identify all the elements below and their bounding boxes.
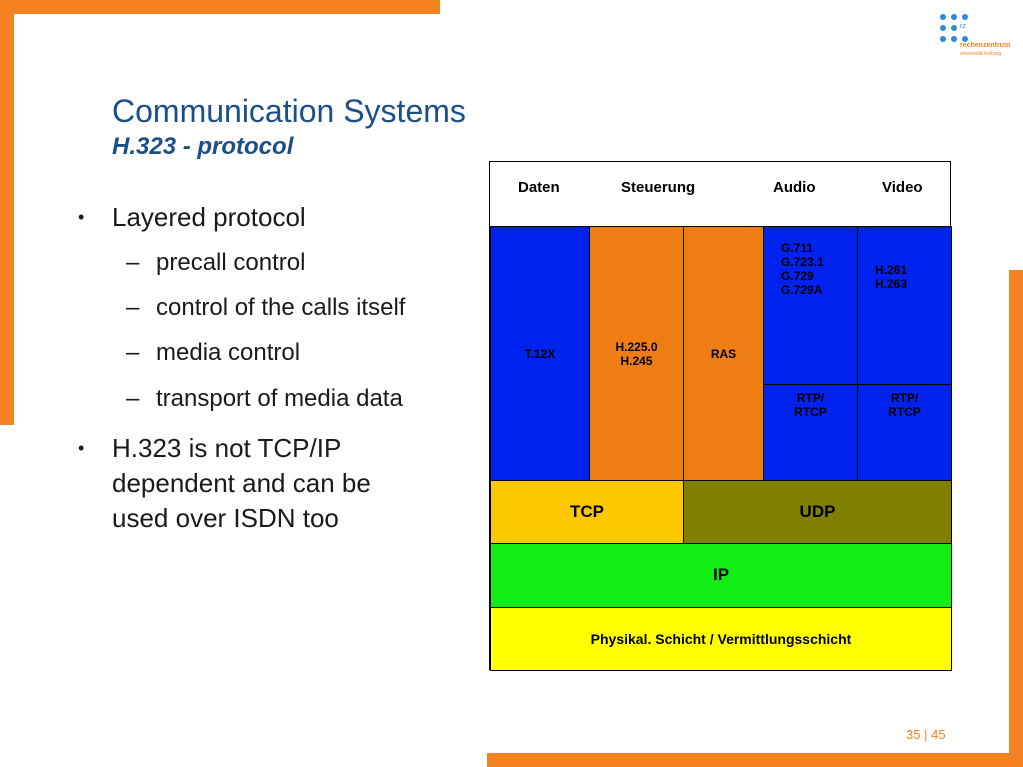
bullet-dot-icon: • — [78, 438, 85, 458]
cell-ras: RAS — [683, 226, 764, 481]
physical-label: Physikal. Schicht / Vermittlungsschicht — [590, 631, 852, 647]
bullet-text: Layered protocol — [112, 202, 306, 232]
slide-subtitle: H.323 - protocol — [112, 133, 294, 160]
logo-tag: rz — [960, 23, 966, 30]
rtp-line: RTP/ — [890, 391, 919, 405]
video-codec: H.261 — [875, 263, 908, 277]
rechenzentrum-logo: rz rechenzentrum universität freiburg — [940, 14, 1010, 62]
cell-rtp-audio: RTP/ RTCP — [763, 384, 858, 481]
cell-tcp: TCP — [490, 480, 684, 544]
page-number: 35 | 45 — [906, 727, 946, 742]
cell-ras-label: RAS — [710, 346, 737, 361]
slide-title: Communication Systems — [112, 93, 466, 129]
bottom-frame-bar — [487, 753, 1023, 767]
cell-rtp-video: RTP/ RTCP — [857, 384, 952, 481]
sub-bullet-text: control of the calls itself — [156, 294, 406, 321]
protocol-stack-diagram: Daten Steuerung Audio Video T.12X H.225.… — [489, 161, 952, 671]
dash-icon: – — [126, 339, 140, 366]
logo-name: rechenzentrum — [960, 42, 1011, 49]
header-audio: Audio — [773, 179, 816, 196]
page-total: 45 — [931, 727, 946, 742]
cell-t12x-label: T.12X — [524, 346, 556, 361]
sub-bullet-text: media control — [156, 339, 301, 366]
ip-label: IP — [712, 565, 730, 584]
page-current: 35 — [906, 727, 921, 742]
dot-grid-icon — [940, 14, 970, 44]
audio-codec: G.711 — [781, 241, 814, 255]
cell-udp: UDP — [683, 480, 952, 544]
header-daten: Daten — [518, 179, 560, 196]
top-frame-bar — [0, 0, 440, 14]
cell-video-codecs: H.261 H.263 — [857, 226, 952, 385]
cell-ip: IP — [490, 543, 952, 608]
header-steuerung: Steuerung — [621, 179, 696, 196]
cell-h245-line: H.245 — [620, 353, 653, 368]
bullet-text-line: H.323 is not TCP/IP — [112, 433, 342, 463]
header-video: Video — [882, 179, 923, 196]
video-codec: H.263 — [875, 277, 908, 291]
bullet-list: • Layered protocol – precall control – c… — [0, 0, 480, 767]
dash-icon: – — [126, 249, 140, 276]
rtp-line: RTP/ — [796, 391, 825, 405]
cell-audio-codecs: G.711 G.723.1 G.729 G.729A — [763, 226, 858, 385]
right-frame-bar — [1009, 270, 1023, 767]
rtcp-line: RTCP — [794, 405, 827, 419]
logo-subtitle: universität freiburg — [960, 51, 1002, 57]
dash-icon: – — [126, 294, 140, 321]
sub-bullet-text: precall control — [156, 249, 306, 276]
tcp-label: TCP — [570, 502, 604, 521]
audio-codec: G.729A — [781, 283, 823, 297]
left-frame-bar — [0, 0, 14, 425]
bullet-text-line: dependent and can be — [112, 468, 371, 498]
sub-bullet-text: transport of media data — [156, 385, 403, 412]
audio-codec: G.723.1 — [781, 255, 824, 269]
udp-label: UDP — [799, 502, 836, 521]
cell-h225-line: H.225.0 — [615, 339, 658, 354]
audio-codec: G.729 — [781, 269, 814, 283]
cell-physical: Physikal. Schicht / Vermittlungsschicht — [490, 607, 952, 671]
cell-t12x: T.12X — [490, 226, 590, 481]
page-separator: | — [924, 727, 928, 742]
dash-icon: – — [126, 385, 140, 412]
bullet-dot-icon: • — [78, 207, 85, 227]
bullet-text-line: used over ISDN too — [112, 503, 339, 533]
rtcp-line: RTCP — [888, 405, 921, 419]
